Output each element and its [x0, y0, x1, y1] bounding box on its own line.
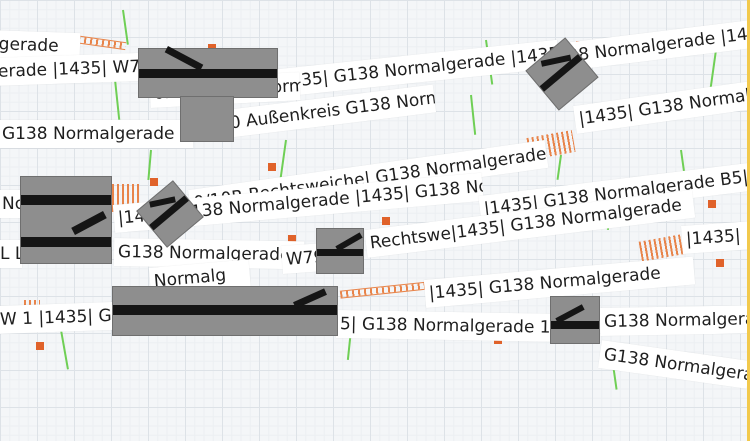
guide-line: [556, 154, 562, 180]
track-end-marker[interactable]: [268, 163, 276, 171]
track-label-strip[interactable]: L L: [0, 240, 22, 268]
track-label-strip[interactable]: G138 Normalgerade: [598, 340, 750, 389]
track-end-marker[interactable]: [36, 342, 44, 350]
track-label-strip[interactable]: |1435| G138 Normal: [573, 79, 750, 134]
rail-branch: [71, 211, 107, 235]
track-sleepers: [339, 281, 431, 299]
track-label-strip[interactable]: 5| G138 Normalgerade 10R: [335, 310, 562, 342]
guide-line: [470, 94, 476, 135]
rail: [21, 237, 111, 247]
track-end-marker[interactable]: [288, 235, 296, 243]
rail: [139, 69, 277, 78]
track-end-marker[interactable]: [708, 200, 716, 208]
track-crossing-block[interactable]: [180, 96, 234, 142]
rail: [317, 249, 363, 256]
track-label-strip[interactable]: W 1 |1435| G1: [0, 301, 117, 334]
switch-block[interactable]: [316, 228, 364, 274]
guide-line: [122, 9, 129, 45]
track-end-marker[interactable]: [382, 217, 390, 225]
track-label-strip[interactable]: erade |1435| W79: [0, 52, 145, 86]
straight-track-block[interactable]: [112, 286, 338, 336]
rail-branch: [164, 46, 204, 71]
rail: [551, 321, 599, 329]
switch-block[interactable]: [20, 176, 112, 264]
guide-line: [147, 149, 152, 180]
guide-line: [60, 329, 69, 370]
track-label-strip[interactable]: G138 Normalgerade: [599, 305, 750, 336]
track-label-strip[interactable]: G138 Normalgerade B: [0, 120, 193, 148]
track-label-strip[interactable]: |1435| B8: [681, 220, 750, 254]
switch-block[interactable]: [550, 296, 600, 344]
rail: [21, 195, 111, 205]
track-end-marker[interactable]: [150, 178, 158, 186]
rail: [113, 305, 337, 315]
track-end-marker[interactable]: [716, 259, 724, 267]
canvas-edge: [747, 0, 750, 441]
track-label-strip[interactable]: Norr: [0, 190, 22, 218]
track-crossing-block[interactable]: [138, 46, 278, 98]
